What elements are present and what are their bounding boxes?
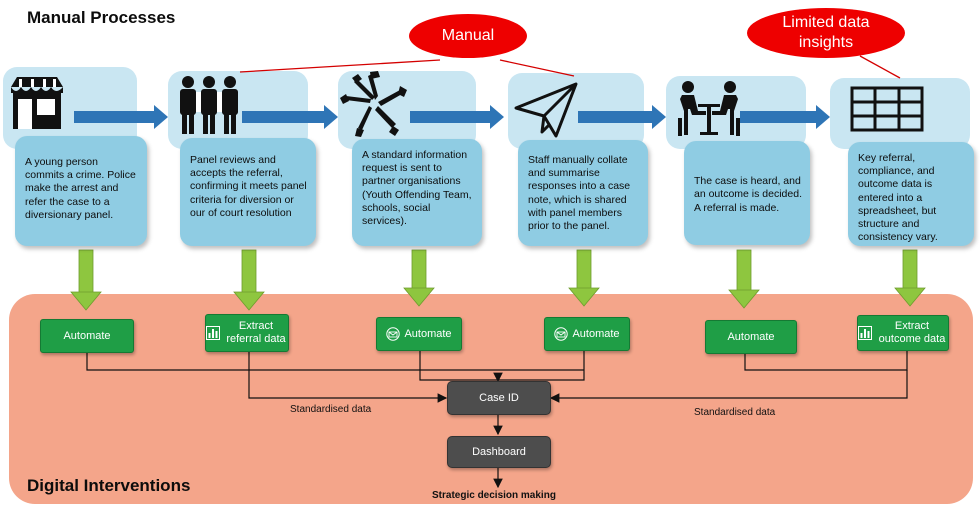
limited-pointer: [859, 55, 901, 79]
process-arrow: [740, 105, 830, 129]
manual-pointer-left: [239, 59, 441, 73]
email-icon: [386, 327, 401, 341]
shop-icon: [11, 77, 63, 129]
extract-outcome-data-button[interactable]: Extract outcome data: [857, 315, 949, 351]
stage-2-card: Panel reviews and accepts the referral, …: [180, 138, 316, 246]
people-icon: [180, 76, 238, 134]
down-arrow: [233, 249, 265, 311]
limited-data-callout: Limited data insights: [747, 8, 905, 58]
process-arrow: [74, 105, 168, 129]
stage-4-card: Staff manually collate and summarise res…: [518, 140, 648, 246]
automate-button-5[interactable]: Automate: [705, 320, 797, 354]
automate-label: Automate: [727, 330, 775, 343]
automate-label: Automate: [63, 329, 111, 342]
standardised-data-label-right: Standardised data: [694, 407, 776, 418]
bar-chart-icon: [858, 326, 872, 340]
stage-5-card: The case is heard, and an outcome is dec…: [684, 141, 810, 245]
case-id-label: Case ID: [479, 392, 519, 404]
process-arrow: [578, 105, 666, 129]
automate-button-3[interactable]: Automate: [376, 317, 462, 351]
stage-6-card: Key referral, compliance, and outcome da…: [848, 142, 974, 246]
manual-processes-title: Manual Processes: [27, 8, 176, 27]
team-hands-icon: [340, 71, 407, 137]
stage-5-text: The case is heard, and an outcome is dec…: [694, 175, 802, 214]
paper-plane-icon: [514, 82, 578, 138]
automate-label: Automate: [404, 327, 452, 340]
stage-1-card: A young person commits a crime. Police m…: [15, 136, 147, 246]
extract-referral-data-label: Extract referral data: [226, 320, 286, 345]
standardised-data-label-left: Standardised data: [290, 404, 372, 415]
automate-button-4[interactable]: Automate: [544, 317, 630, 351]
stage-6-text: Key referral, compliance, and outcome da…: [858, 152, 938, 244]
down-arrow: [568, 249, 600, 307]
strategic-decision-label: Strategic decision making: [432, 490, 556, 501]
limited-data-callout-label: Limited data insights: [782, 14, 870, 51]
manual-pointer-right: [499, 59, 575, 77]
stage-1-text: A young person commits a crime. Police m…: [25, 156, 136, 221]
down-arrow: [70, 249, 102, 311]
spreadsheet-icon: [850, 86, 924, 132]
manual-callout-label: Manual: [441, 27, 495, 44]
digital-interventions-title: Digital Interventions: [27, 476, 191, 495]
meeting-icon: [678, 81, 740, 136]
extract-referral-data-button[interactable]: Extract referral data: [205, 314, 289, 352]
process-arrow: [242, 105, 338, 129]
dashboard-box[interactable]: Dashboard: [447, 436, 551, 468]
automate-button-1[interactable]: Automate: [40, 319, 134, 353]
manual-callout: Manual: [409, 14, 527, 58]
automate-label: Automate: [572, 327, 620, 340]
bar-chart-icon: [206, 326, 220, 340]
down-arrow: [894, 249, 926, 307]
case-id-box[interactable]: Case ID: [447, 381, 551, 415]
stage-2-text: Panel reviews and accepts the referral, …: [190, 154, 307, 219]
stage-3-card: A standard information request is sent t…: [352, 139, 482, 246]
extract-outcome-data-label: Extract outcome data: [878, 320, 946, 345]
dashboard-label: Dashboard: [472, 446, 526, 458]
stage-3-text: A standard information request is sent t…: [362, 149, 472, 228]
down-arrow: [403, 249, 435, 307]
down-arrow: [728, 249, 760, 309]
process-arrow: [410, 105, 504, 129]
stage-4-text: Staff manually collate and summarise res…: [528, 154, 631, 233]
email-icon: [554, 327, 569, 341]
